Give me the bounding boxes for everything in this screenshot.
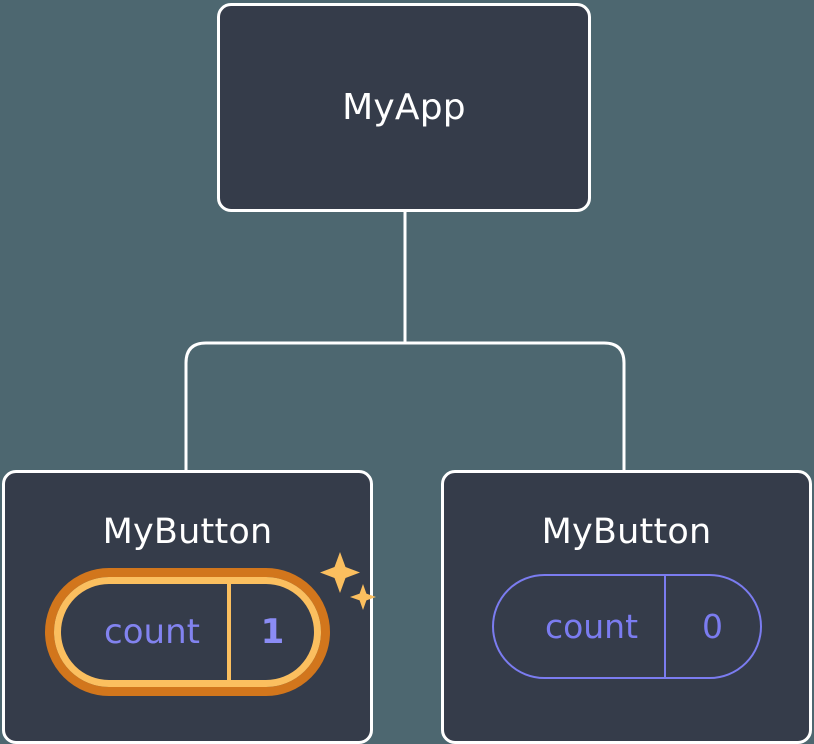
node-myapp[interactable]: MyApp	[217, 3, 591, 212]
state-pill-wrapper-left: count 1	[45, 552, 376, 696]
node-title-mybutton-left: MyButton	[102, 512, 273, 552]
state-value-right: 0	[702, 607, 723, 646]
state-key-left: count	[61, 584, 231, 680]
state-pill-inner-left: count 1	[54, 577, 321, 687]
state-value-left: 1	[260, 612, 285, 652]
state-key-right: count	[494, 576, 666, 677]
node-title-myapp: MyApp	[342, 86, 466, 128]
node-title-mybutton-right: MyButton	[541, 512, 712, 552]
node-mybutton-left[interactable]: MyButton count 1	[2, 470, 376, 744]
state-pill-count-left[interactable]: count 1	[45, 568, 330, 696]
node-mybutton-right[interactable]: MyButton count 0	[441, 470, 812, 744]
state-pill-count-right[interactable]: count 0	[491, 574, 762, 679]
state-pill-wrapper-right: count 0	[491, 574, 762, 679]
